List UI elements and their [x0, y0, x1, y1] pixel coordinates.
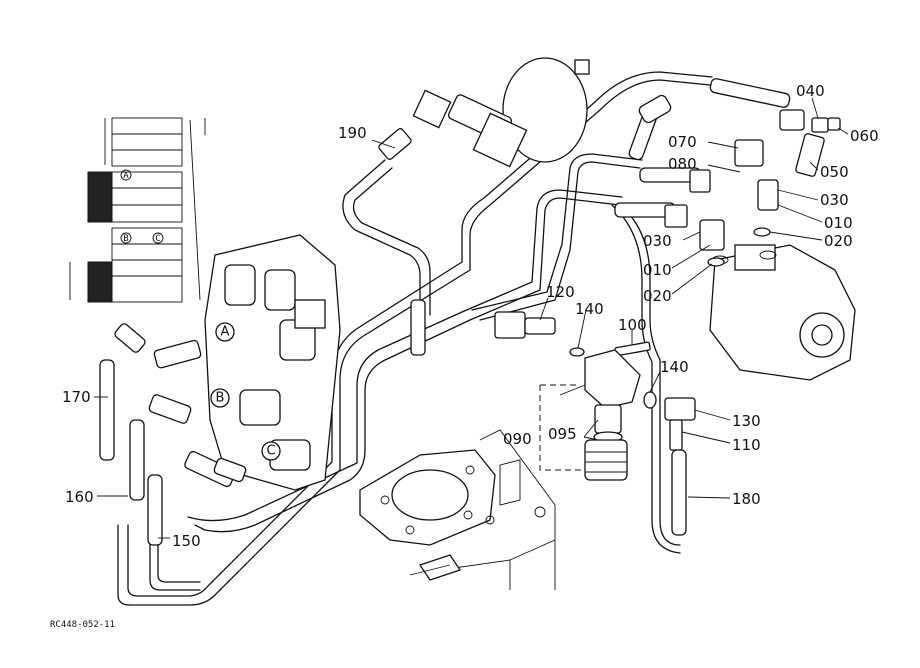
label-130: 130	[732, 412, 761, 430]
elbow-170	[114, 323, 146, 353]
nut-080	[689, 169, 711, 193]
control-valve-block	[204, 234, 341, 491]
accumulator	[378, 57, 590, 168]
oring-140b	[643, 391, 657, 409]
label-020-left: 020	[643, 287, 672, 305]
label-030-right: 030	[820, 191, 849, 209]
label-010-left: 010	[643, 261, 672, 279]
mounting-plate	[359, 429, 556, 590]
oring-140a	[569, 347, 585, 357]
pump-shaft	[811, 324, 833, 346]
valve-spool-4	[239, 389, 281, 426]
accumulator-mount	[472, 112, 528, 168]
label-070: 070	[668, 133, 697, 151]
label-150: 150	[172, 532, 201, 550]
marker-a: A	[221, 325, 230, 340]
guide-lines	[539, 384, 586, 471]
label-030-left: 030	[643, 232, 672, 250]
coupler-090	[584, 439, 628, 481]
pump-body	[709, 244, 856, 381]
pump-port-block	[734, 244, 776, 271]
adapter-housing	[584, 349, 641, 409]
hose-segments	[99, 78, 791, 546]
label-040: 040	[796, 82, 825, 100]
fitting-070	[734, 139, 764, 167]
hose-180	[671, 449, 687, 536]
valve-spool-2	[264, 269, 296, 311]
schematic-marker-a-circle	[120, 169, 132, 181]
tee-120	[494, 311, 526, 339]
nut-095	[594, 404, 622, 434]
label-020-right: 020	[824, 232, 853, 250]
hose-040-line	[709, 78, 791, 108]
label-140-right: 140	[660, 358, 689, 376]
nut-030	[664, 204, 688, 228]
part-labels: 190 040 060 070 050 080 030 010 020 030 …	[62, 82, 879, 550]
fitting-130	[664, 397, 696, 421]
adapter-120	[524, 317, 556, 335]
hose-segment-centre	[410, 299, 426, 356]
centre-parts	[494, 311, 696, 481]
fitting-010a	[757, 179, 779, 211]
hose-lines	[117, 71, 713, 606]
marker-c: C	[266, 444, 275, 459]
drawing-code: RC448-052-11	[50, 620, 115, 630]
elbow-070-top	[638, 94, 672, 124]
bolt-100	[614, 341, 651, 357]
oring-020a	[753, 227, 771, 237]
hose-170	[99, 359, 115, 461]
fitting-190	[378, 128, 412, 160]
hydraulic-pump	[709, 244, 856, 381]
label-140-top: 140	[575, 300, 604, 318]
valve-spool-1	[224, 264, 256, 306]
label-160: 160	[65, 488, 94, 506]
label-050: 050	[820, 163, 849, 181]
fitting-110	[669, 419, 683, 451]
label-180: 180	[732, 490, 761, 508]
elbow-150	[213, 457, 247, 483]
label-190: 190	[338, 124, 367, 142]
nut-040	[811, 117, 829, 133]
plug-060	[827, 117, 841, 131]
marker-a-circle	[215, 322, 235, 342]
valve-markers: A B C	[210, 322, 281, 461]
valve-fittings	[114, 323, 247, 488]
label-120: 120	[546, 283, 575, 301]
marker-b-circle	[210, 388, 230, 408]
label-110: 110	[732, 436, 761, 454]
accumulator-end-cap	[412, 89, 452, 129]
fitting-050	[795, 133, 825, 177]
fitting-010b	[699, 219, 725, 251]
valve-port-block	[294, 299, 326, 329]
top-right-fittings	[638, 94, 841, 267]
hose-150	[147, 474, 163, 546]
accumulator-valve	[574, 59, 590, 75]
valve-schematic: A B C	[69, 117, 206, 303]
schematic-marker-c-circle	[152, 232, 164, 244]
hose-160	[129, 419, 145, 501]
schematic-marker-a: A	[123, 171, 129, 181]
schematic-marker-b-circle	[120, 232, 132, 244]
flange-opening	[391, 469, 469, 521]
label-060: 060	[850, 127, 879, 145]
label-090: 090	[503, 430, 532, 448]
marker-c-circle	[261, 441, 281, 461]
label-080: 080	[668, 155, 697, 173]
schematic-marker-c: C	[155, 234, 160, 244]
schematic-marker-b: B	[123, 234, 128, 244]
marker-b: B	[216, 391, 225, 406]
leader-lines	[94, 97, 849, 539]
label-010-right: 010	[824, 214, 853, 232]
label-100: 100	[618, 316, 647, 334]
fitting-b	[148, 394, 192, 424]
nut-040-body	[779, 109, 805, 131]
fitting-a	[153, 339, 202, 369]
label-095: 095	[548, 425, 577, 443]
label-170: 170	[62, 388, 91, 406]
